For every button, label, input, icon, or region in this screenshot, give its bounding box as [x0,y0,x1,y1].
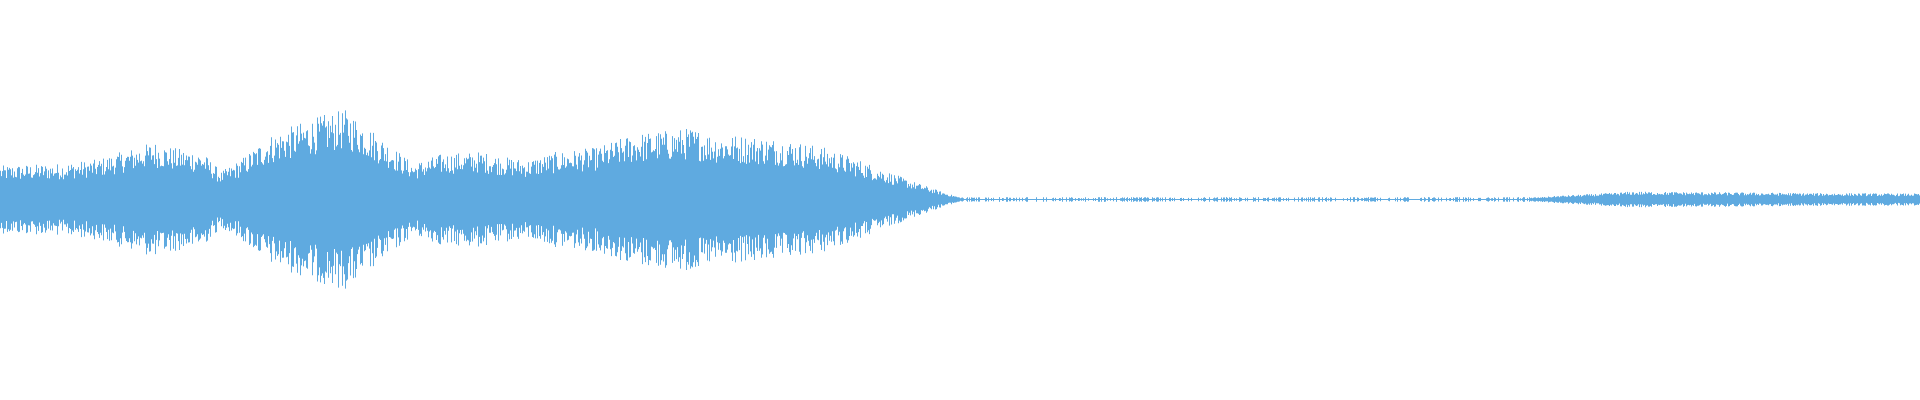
waveform-samples [0,110,1920,289]
waveform-path [0,110,1920,289]
